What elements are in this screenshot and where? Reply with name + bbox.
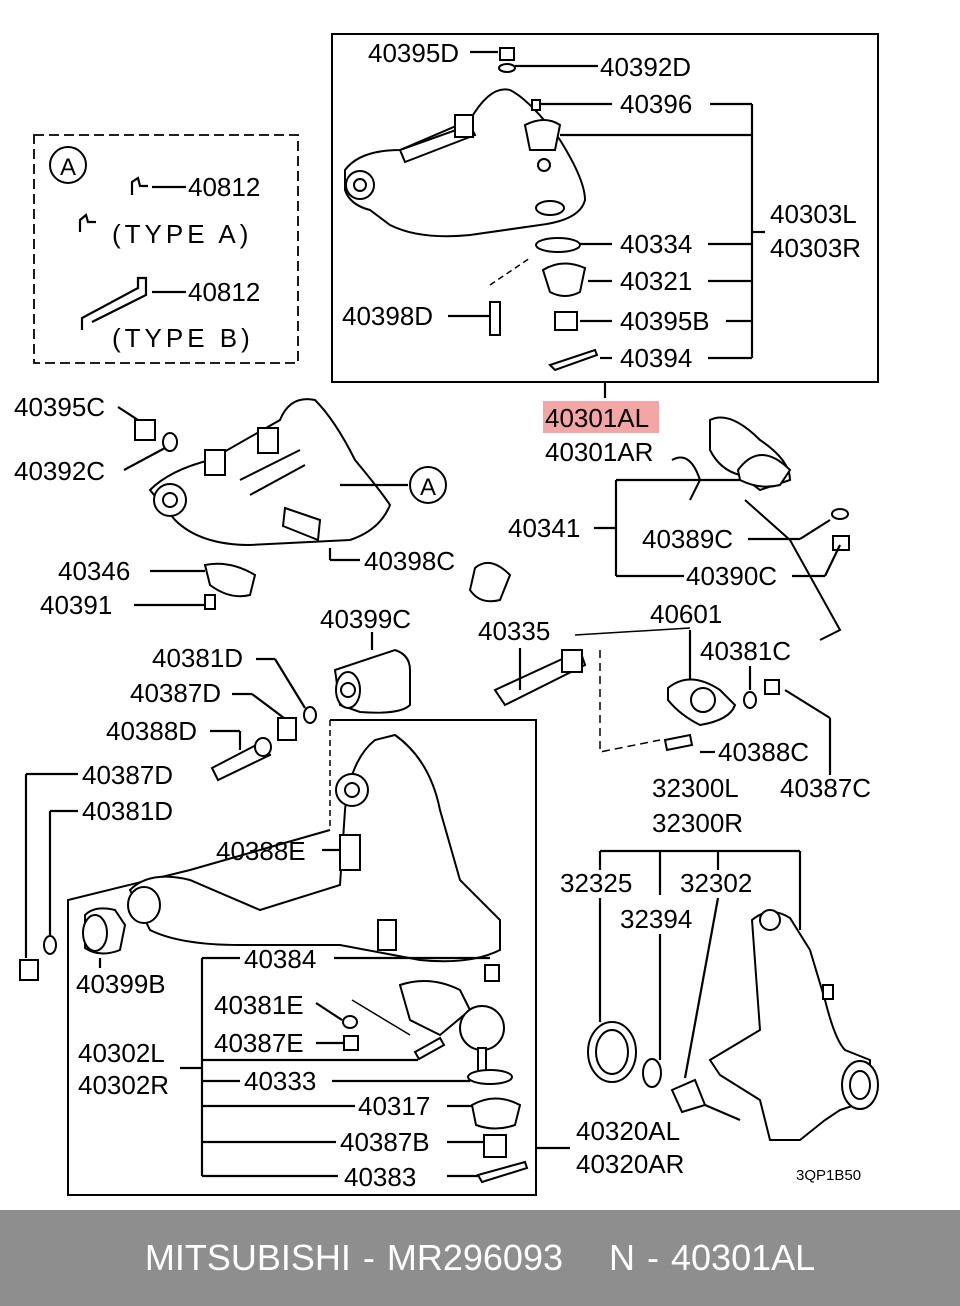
label-40388D: 40388D <box>106 716 197 746</box>
label-40302R: 40302R <box>78 1070 169 1100</box>
label-40320AR: 40320AR <box>576 1149 684 1179</box>
diagram-code: 3QP1B50 <box>796 1167 861 1184</box>
label-40396: 40396 <box>620 89 692 119</box>
circle-a-marker <box>49 146 87 184</box>
label-40387E: 40387E <box>214 1028 304 1058</box>
highlight-40301AL <box>543 401 659 433</box>
label-40317: 40317 <box>358 1091 430 1121</box>
label-40387C: 40387C <box>780 773 871 803</box>
label-40390C: 40390C <box>686 561 777 591</box>
label-40399B: 40399B <box>76 969 166 999</box>
label-40381D-left: 40381D <box>82 796 173 826</box>
separator: - <box>647 1237 659 1278</box>
label-40812-b: 40812 <box>188 277 260 307</box>
clip-type-b-icon <box>80 276 148 330</box>
label-40387B: 40387B <box>340 1127 430 1157</box>
ref-code: 40301AL <box>671 1237 816 1278</box>
label-40384: 40384 <box>244 944 316 974</box>
label-40383: 40383 <box>344 1162 416 1192</box>
label-40395C: 40395C <box>14 392 105 422</box>
callout-a-marker <box>409 466 447 504</box>
label-40303R: 40303R <box>770 233 861 263</box>
part-number: MR296093 <box>386 1237 563 1278</box>
label-40335: 40335 <box>478 616 550 646</box>
label-32300R: 32300R <box>652 808 743 838</box>
lower-arm-drawing <box>82 733 529 1184</box>
label-40389C: 40389C <box>642 524 733 554</box>
label-40302L: 40302L <box>78 1038 165 1068</box>
upper-arm-exploded-drawing <box>134 398 392 610</box>
callout-a-letter: A <box>420 474 436 501</box>
label-32394: 32394 <box>620 904 692 934</box>
label-40346: 40346 <box>58 556 130 586</box>
knuckle-drawing <box>587 909 879 1141</box>
lower-leaders <box>98 848 570 1178</box>
circle-a-letter: A <box>60 154 76 181</box>
lower-arm-assembly-box <box>67 719 537 1196</box>
label-40391: 40391 <box>40 590 112 620</box>
clip-type-a-icon <box>130 176 148 195</box>
label-40333: 40333 <box>244 1066 316 1096</box>
parts-diagram: 40395D 40392D 40396 40303L 40303R 40334 … <box>14 33 879 1196</box>
label-40381E: 40381E <box>214 990 304 1020</box>
label-type-a: (TYPE A) <box>112 219 252 249</box>
part-caption-bar: MITSUBISHI - MR296093 N - 40301AL <box>0 1210 960 1306</box>
label-type-b: (TYPE B) <box>112 323 254 353</box>
label-40394: 40394 <box>620 343 692 373</box>
label-40392D: 40392D <box>600 52 691 82</box>
label-32302: 32302 <box>680 868 752 898</box>
label-40392C: 40392C <box>14 456 105 486</box>
label-40320AL: 40320AL <box>576 1116 680 1146</box>
bump-stop-drawing <box>468 416 850 752</box>
label-40321: 40321 <box>620 266 692 296</box>
label-40812-a: 40812 <box>188 172 260 202</box>
label-40387D-top: 40387D <box>130 678 221 708</box>
label-40388E: 40388E <box>216 836 306 866</box>
label-40381D-top: 40381D <box>152 643 243 673</box>
label-32325: 32325 <box>560 868 632 898</box>
label-40381C: 40381C <box>700 636 791 666</box>
brand-name: MITSUBISHI <box>144 1237 351 1278</box>
label-40341: 40341 <box>508 513 580 543</box>
label-40388C: 40388C <box>718 737 809 767</box>
label-40334: 40334 <box>620 229 692 259</box>
label-40301AL: 40301AL <box>545 403 649 433</box>
label-40399C: 40399C <box>320 604 411 634</box>
label-40601: 40601 <box>650 599 722 629</box>
label-40303L: 40303L <box>770 199 857 229</box>
label-32300L: 32300L <box>652 773 739 803</box>
label-40387D-left: 40387D <box>82 760 173 790</box>
label-40301AR: 40301AR <box>545 437 653 467</box>
upper-arm-drawing <box>344 47 599 372</box>
label-40398C: 40398C <box>364 546 455 576</box>
type-detail-box <box>33 134 299 364</box>
upper-leaders <box>448 50 765 398</box>
label-40395B: 40395B <box>620 306 710 336</box>
label-40398D: 40398D <box>342 301 433 331</box>
label-40395D: 40395D <box>368 38 459 68</box>
ref-prefix: N <box>609 1237 635 1278</box>
separator: - <box>362 1237 375 1278</box>
bushing-bolts-drawing <box>19 648 411 981</box>
